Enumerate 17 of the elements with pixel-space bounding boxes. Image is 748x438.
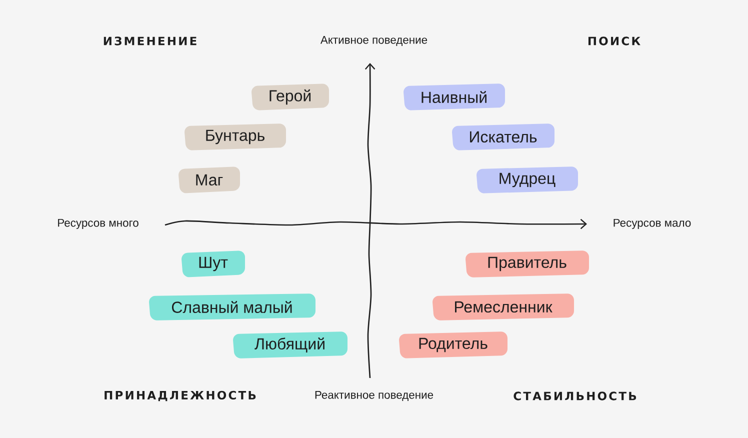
highlight-tag: Маг [178,166,240,194]
axis-label: Ресурсов много [58,218,138,229]
quadrant-title: ПРИНАДЛЕЖНОСТЬ [104,390,256,402]
highlight-tag: Мудрец [476,166,578,194]
axis-label: Реактивное поведение [315,391,434,401]
highlight-tag: Искатель [452,124,554,150]
highlight-tag: Шут [182,250,245,278]
highlight-tag: Любящий [233,332,348,358]
highlight-tag: Наивный [404,84,505,110]
quadrant-title: ПОИСК [588,36,640,46]
axis-label: Активное поведение [320,36,428,46]
quadrant-title: ИЗМЕНЕНИЕ [104,36,196,46]
highlight-tag: Герой [252,84,329,110]
highlight-tag: Бунтарь [184,124,286,150]
axis-label: Ресурсов мало [614,218,691,229]
highlight-tag: Родитель [399,332,508,358]
quadrant-title: СТАБИЛЬНОСТЬ [514,392,636,400]
